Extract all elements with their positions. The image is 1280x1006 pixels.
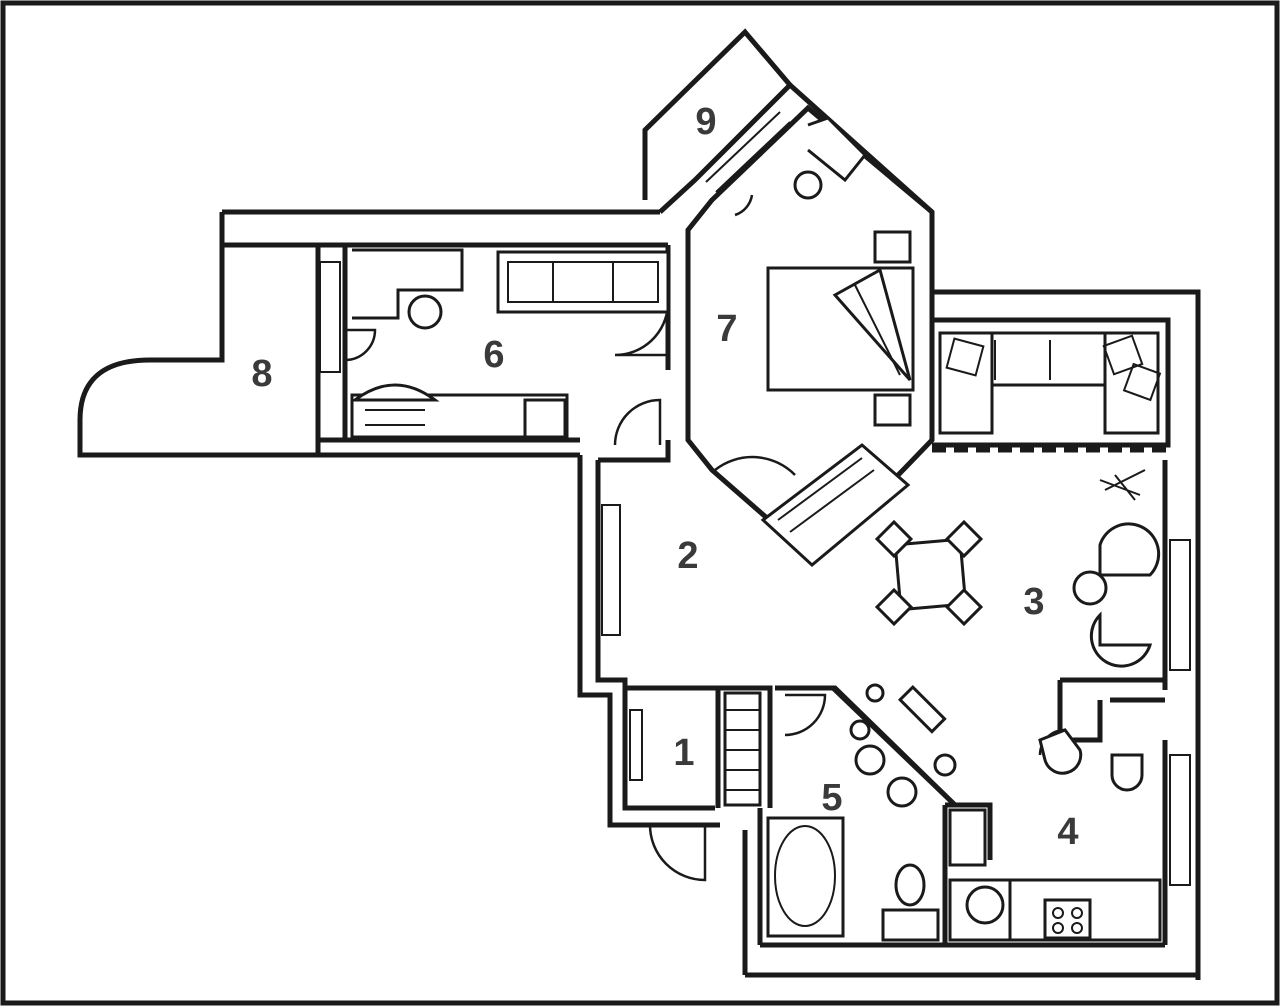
room-1-closet	[723, 691, 762, 807]
room-label-3: 3	[1023, 581, 1044, 623]
room-label-4: 4	[1057, 811, 1078, 853]
room-labels: 1 2 3 4 5 6 7 8 9	[251, 101, 1078, 853]
windows	[319, 111, 1191, 886]
room-label-9: 9	[695, 101, 716, 143]
room-6-furniture	[350, 248, 670, 439]
room-3-dining	[874, 469, 1161, 668]
exterior-walls	[77, 28, 1201, 980]
room-label-2: 2	[677, 535, 698, 577]
room-label-5: 5	[821, 777, 842, 819]
room-3-sofa	[938, 331, 1162, 435]
room-4-fixtures	[948, 728, 1162, 942]
room-label-7: 7	[716, 308, 737, 350]
room-label-1: 1	[673, 732, 694, 774]
room-label-6: 6	[483, 334, 504, 376]
room-7-furniture	[760, 116, 915, 567]
room-5-fixtures	[766, 683, 957, 942]
room-label-8: 8	[251, 353, 272, 395]
interior-walls	[625, 447, 1168, 945]
